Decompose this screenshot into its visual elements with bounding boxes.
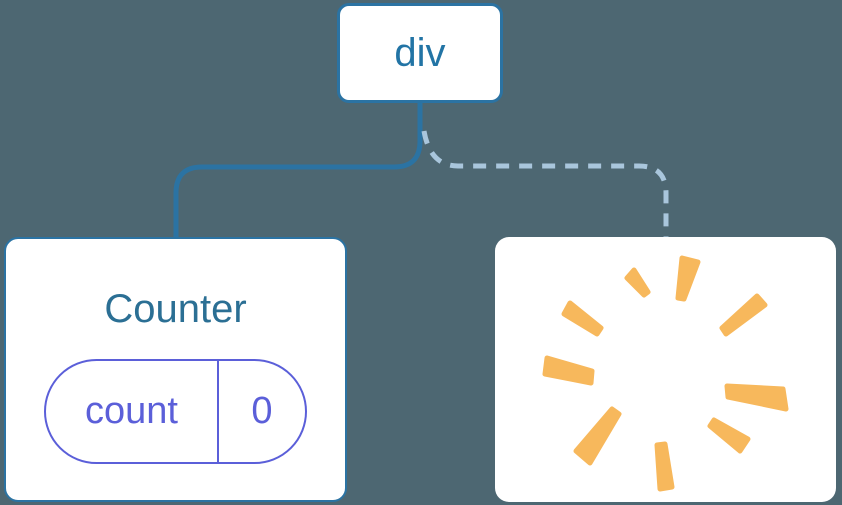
root-node-label: div bbox=[394, 30, 446, 75]
poof-icon bbox=[542, 255, 789, 492]
root-node: div bbox=[337, 3, 503, 103]
solid-connector-line bbox=[173, 100, 423, 240]
counter-title: Counter bbox=[104, 287, 247, 331]
removed-node bbox=[495, 237, 836, 502]
dashed-connector-line bbox=[421, 130, 669, 240]
state-value: 0 bbox=[251, 390, 273, 432]
state-key-label: count bbox=[46, 361, 219, 462]
counter-node: Counter count 0 bbox=[4, 237, 347, 502]
state-pill: count 0 bbox=[44, 359, 307, 464]
